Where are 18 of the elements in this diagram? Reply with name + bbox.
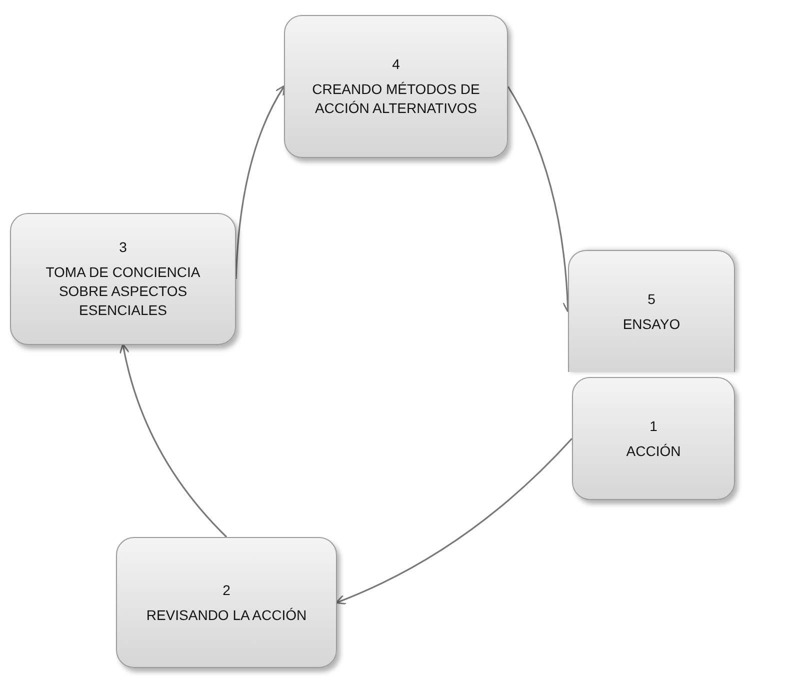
curved-arrow	[235, 85, 286, 280]
process-box	[284, 15, 508, 158]
step-label: TOMA DE CONCIENCIA SOBRE ASPECTOS ESENCIALES	[44, 263, 202, 320]
step-number: 4	[392, 55, 400, 74]
step-number: 2	[222, 580, 230, 600]
step-label: ENSAYO	[622, 314, 680, 334]
step-label: CREANDO MÉTODOS DE ACCIÓN ALTERNATIVOS	[311, 80, 481, 118]
curved-arrow	[120, 343, 228, 538]
process-box	[572, 377, 735, 500]
step-number: 3	[119, 238, 127, 257]
process-box	[10, 213, 236, 345]
step-number: 1	[650, 416, 658, 436]
process-box	[116, 537, 337, 668]
step-label: ACCIÓN	[626, 442, 681, 460]
process-box	[568, 250, 735, 372]
curved-arrow	[335, 438, 573, 604]
step-label: REVISANDO LA ACCIÓN	[146, 606, 307, 624]
step-number: 5	[648, 290, 656, 308]
